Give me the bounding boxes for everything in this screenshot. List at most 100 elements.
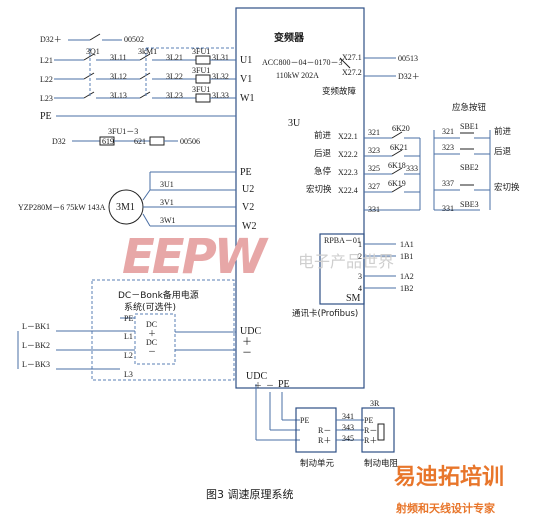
di-name-estop: 急停 (314, 167, 332, 177)
di-term-x224: X22.4 (338, 186, 358, 195)
eb-reverse: 后退 (494, 147, 512, 157)
inverter-title: 变频器 (274, 33, 304, 44)
wire-3l11-label: 3L11 (110, 53, 127, 62)
di-name-reverse: 后退 (314, 149, 332, 159)
fault-wire-00513: 00513 (398, 54, 418, 63)
rpba-wiring (364, 243, 396, 289)
watermark-site: 易迪拓培训 (394, 465, 505, 490)
backup-plus: ＋ (148, 329, 156, 338)
di-wire-323: 323 (368, 146, 380, 155)
eb-sbe1: SBE1 (460, 122, 479, 131)
di-wire-321: 321 (368, 128, 380, 137)
brake-wire-343: 343 (342, 423, 354, 432)
wire-3l22-label: 3L22 (166, 72, 183, 81)
fuse-d32-label: D32 (52, 137, 66, 146)
output-u2-label: U2 (242, 184, 255, 195)
inverter-udc-label: UDC (240, 326, 262, 337)
motor-wiring (108, 171, 236, 227)
rpba-link-1b1: 1B1 (400, 252, 414, 261)
inverter-udc-plus: ＋ (242, 337, 252, 348)
emergency-title: 应急按钮 (452, 103, 487, 113)
q-label: 3Q1 (86, 47, 100, 56)
line-l23-label: L23 (40, 94, 53, 103)
brake-unit-name: 制动单元 (300, 459, 335, 469)
wire-00506-label: 00506 (180, 137, 200, 146)
di-term-x222: X22.2 (338, 150, 358, 159)
brake-res-rminus: R－ (364, 426, 378, 435)
eb-macro: 宏切换 (494, 183, 520, 193)
eb-sbe2: SBE2 (460, 163, 479, 172)
rpba-label: RPBA－01 (324, 236, 361, 245)
wire-619-label: 619 (102, 137, 114, 146)
d32-top-label: D32＋ (40, 35, 62, 44)
brake-unit-pe: PE (300, 416, 310, 425)
rpba-link-1a2: 1A2 (400, 272, 414, 281)
backup-line-2: L－BK2 (22, 341, 50, 350)
rpba-pin-3: 3 (358, 272, 362, 281)
brake-res-label: 3R (370, 399, 380, 408)
comm-card-box (319, 233, 365, 305)
backup-term-l1: L1 (124, 332, 133, 341)
km-label: 3kM1 (138, 47, 158, 56)
wire-3v1-label: 3V1 (160, 198, 174, 207)
inverter-box (235, 7, 365, 389)
rpba-link-1b2: 1B2 (400, 284, 414, 293)
backup-box (91, 279, 235, 381)
rpba-pin-1: 1 (358, 240, 362, 249)
wire-3u1-label: 3U1 (160, 180, 174, 189)
brake-res-rplus: R＋ (364, 436, 378, 445)
backup-term-l3: L3 (124, 370, 133, 379)
wire-3w1-label: 3W1 (160, 216, 176, 225)
rpba-pin-2: 2 (358, 252, 362, 261)
digital-input-wiring (364, 131, 421, 211)
watermark-brand: EEPW (122, 229, 267, 285)
di-relay-6k19: 6K19 (388, 179, 406, 188)
inverter-mid-label: 3U (288, 118, 301, 129)
fault-term-1: X27.1 (342, 53, 362, 62)
rpba-link-1a1: 1A1 (400, 240, 414, 249)
fu-label-1: 3FU1 (192, 47, 211, 56)
backup-term-l2: L2 (124, 351, 133, 360)
eb-wire-331: 331 (442, 204, 454, 213)
wire-3l33-label: 3L33 (212, 91, 229, 100)
wire-3l23-label: 3L23 (166, 91, 183, 100)
output-w2-label: W2 (242, 221, 257, 232)
backup-wiring (17, 317, 236, 370)
brake-wiring (255, 384, 395, 453)
input-v1-label: V1 (240, 74, 253, 85)
backup-dc-1: DC (146, 320, 158, 329)
backup-pe: PE (124, 314, 134, 323)
fu-label-3: 3FU1 (192, 85, 211, 94)
di-wire-325: 325 (368, 164, 380, 173)
backup-title-1: DC－Bonk备用电源 (118, 291, 199, 301)
di-name-macro: 宏切换 (306, 185, 332, 195)
brake-unit-rplus: R＋ (318, 436, 332, 445)
sm-label: SM (346, 293, 361, 304)
di-wire-331: 331 (368, 205, 380, 214)
line-l21-label: L21 (40, 56, 53, 65)
wire-00502-label: 00502 (124, 35, 144, 44)
inverter-udc-minus: － (242, 348, 252, 359)
brake-minus: － (266, 381, 274, 390)
input-w1-label: W1 (240, 93, 255, 104)
wire-3l31-label: 3L31 (212, 53, 229, 62)
input-u1-label: U1 (240, 55, 253, 66)
fault-wire-d32: D32＋ (398, 72, 420, 81)
output-v2-label: V2 (242, 202, 255, 213)
motor-label: 3M1 (116, 202, 135, 213)
motor-pe-label: PE (240, 167, 252, 178)
wire-621-label: 621 (134, 137, 146, 146)
di-relay-6k21: 6K21 (390, 143, 408, 152)
eb-wire-323: 323 (442, 143, 454, 152)
brake-wire-341: 341 (342, 412, 354, 421)
di-relay-6k18: 6K18 (388, 161, 406, 170)
watermark-slogan: 射频和天线设计专家 (396, 502, 495, 515)
wire-3l13-label: 3L13 (110, 91, 127, 100)
backup-minus: － (148, 347, 156, 356)
fault-relay-wiring (339, 57, 396, 77)
di-term-x221: X22.1 (338, 132, 358, 141)
brake-plus: ＋ (254, 381, 262, 390)
line-l22-label: L22 (40, 75, 53, 84)
eb-sbe3: SBE3 (460, 200, 479, 209)
